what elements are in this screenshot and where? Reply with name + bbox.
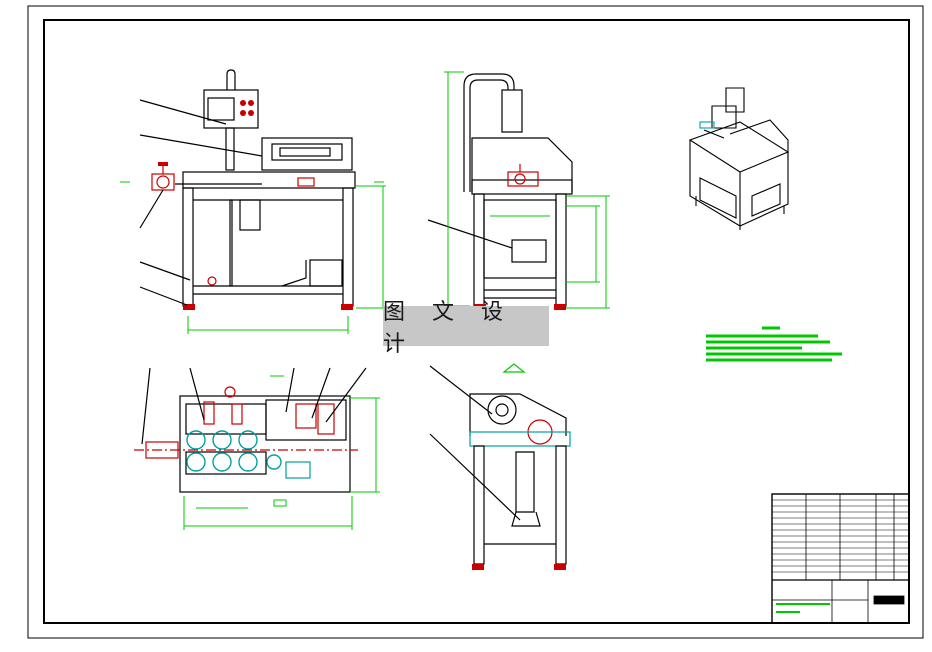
isometric-view — [688, 87, 790, 230]
top-view — [134, 367, 367, 493]
parts-list-rows — [772, 499, 909, 573]
technical-notes — [706, 326, 842, 362]
section-view — [429, 363, 571, 570]
top-view-dimensions — [183, 375, 380, 530]
side-view-dimensions — [444, 71, 610, 309]
side-view — [427, 73, 573, 310]
title-block-green — [776, 603, 830, 613]
title-block — [771, 493, 910, 624]
inner-frame — [43, 19, 910, 624]
watermark-label: 图 文 设 计 — [383, 300, 549, 357]
outer-frame — [27, 5, 924, 639]
front-view — [139, 69, 356, 310]
front-view-dimensions — [120, 181, 386, 334]
